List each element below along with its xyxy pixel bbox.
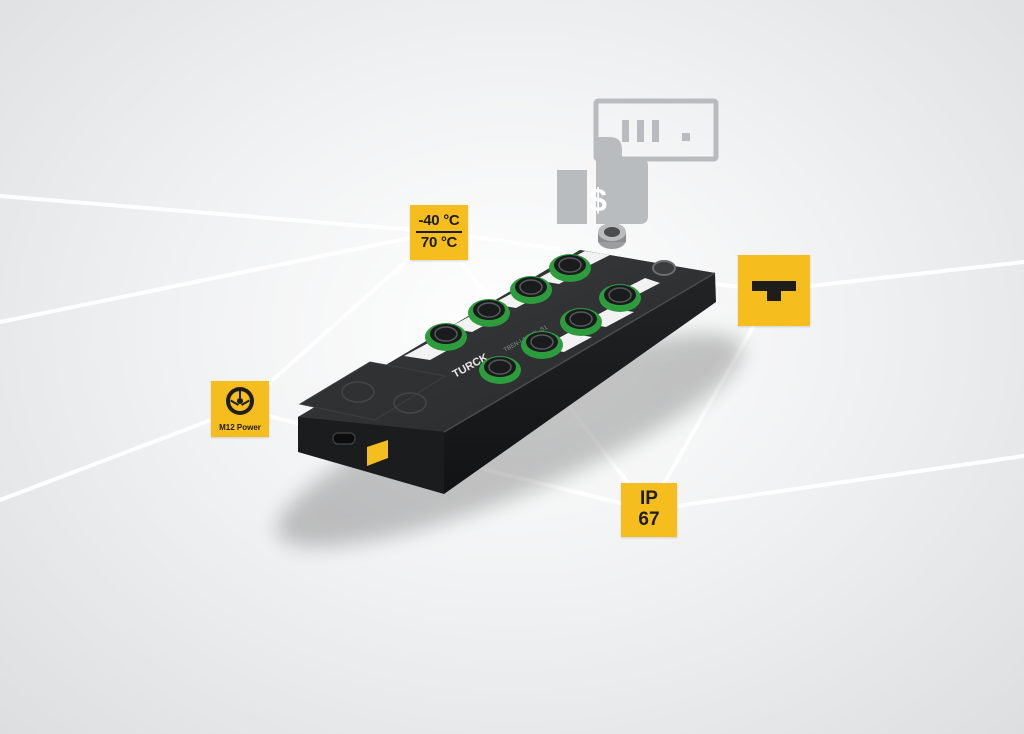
temperature-range-badge: -40 °C 70 °C	[410, 205, 468, 260]
fraction-divider	[416, 231, 462, 233]
temperature-min: -40 °C	[418, 212, 460, 229]
thumbs-up-dollar-icon: $	[557, 98, 719, 224]
m12-port-row-top	[425, 254, 591, 351]
brand-logo-badge	[738, 255, 810, 326]
ip-rating-prefix: IP	[640, 488, 658, 509]
m12-power-label: M12 Power	[219, 423, 261, 432]
ip-rating-value: 67	[638, 509, 660, 530]
ip-rating-badge: IP 67	[621, 483, 677, 537]
m12-port-row-bottom	[479, 284, 641, 384]
temperature-max: 70 °C	[420, 234, 458, 251]
t-logo-icon	[752, 281, 796, 301]
m12-connector-icon	[226, 387, 254, 415]
m12-power-badge: M12 Power	[211, 381, 269, 437]
dollar-symbol: $	[589, 182, 607, 218]
